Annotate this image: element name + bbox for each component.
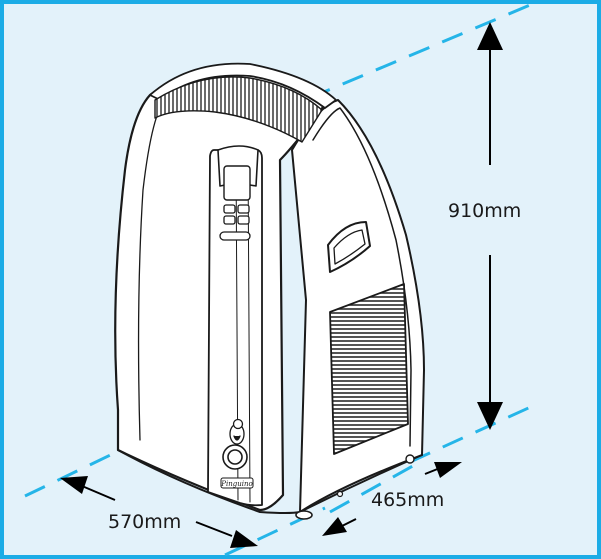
penguin-logo-icon	[229, 418, 245, 445]
penguin-head	[232, 418, 244, 430]
top-grille	[154, 76, 323, 143]
unit-front-contour	[137, 107, 161, 441]
control-button-3[interactable]	[223, 215, 236, 225]
dimension-arrows	[60, 22, 503, 548]
air-conditioner-unit: Pinguino	[114, 62, 425, 520]
unit-base	[117, 449, 423, 514]
depth-arrowhead-upper	[434, 462, 462, 478]
control-column-groove-2	[247, 155, 251, 503]
depth-arrow-lower-line	[341, 518, 357, 527]
width-arrow-left-line	[81, 485, 116, 501]
width-arrow-right-line	[195, 521, 233, 537]
control-button-2[interactable]	[237, 204, 250, 214]
brand-wordmark-plate	[220, 477, 254, 489]
control-button-1[interactable]	[223, 204, 236, 214]
caster-wheel-side	[336, 490, 344, 498]
depth-dimension-label: 465mm	[371, 489, 444, 511]
carry-handle-recess	[333, 229, 366, 265]
depth-arrowhead-lower	[322, 517, 347, 536]
height-arrowhead-up	[477, 22, 503, 50]
guide-bottom-depth	[329, 460, 421, 514]
caster-wheel-rear	[405, 454, 415, 464]
penguin-belly	[233, 435, 241, 441]
caster-wheel-front	[295, 510, 313, 520]
height-arrowhead-down	[477, 402, 503, 430]
height-dimension-label: 910mm	[448, 200, 521, 222]
display-screen	[223, 165, 251, 201]
power-knob-icon[interactable]	[222, 444, 248, 470]
width-arrowhead-right	[230, 530, 258, 548]
unit-top-cap	[149, 62, 337, 109]
control-button-4[interactable]	[237, 215, 250, 225]
width-arrowhead-left	[60, 476, 88, 494]
guide-bottom-left	[24, 446, 126, 498]
guide-bottom-right	[409, 403, 536, 464]
power-knob-inner[interactable]	[227, 449, 243, 465]
control-panel-icon[interactable]	[223, 204, 250, 225]
width-dimension-label: 570mm	[108, 511, 181, 533]
brand-wordmark: Pinguino	[220, 480, 252, 488]
side-air-grille	[329, 283, 409, 455]
unit-side-bevel	[312, 107, 412, 447]
brand-badge	[219, 231, 251, 241]
